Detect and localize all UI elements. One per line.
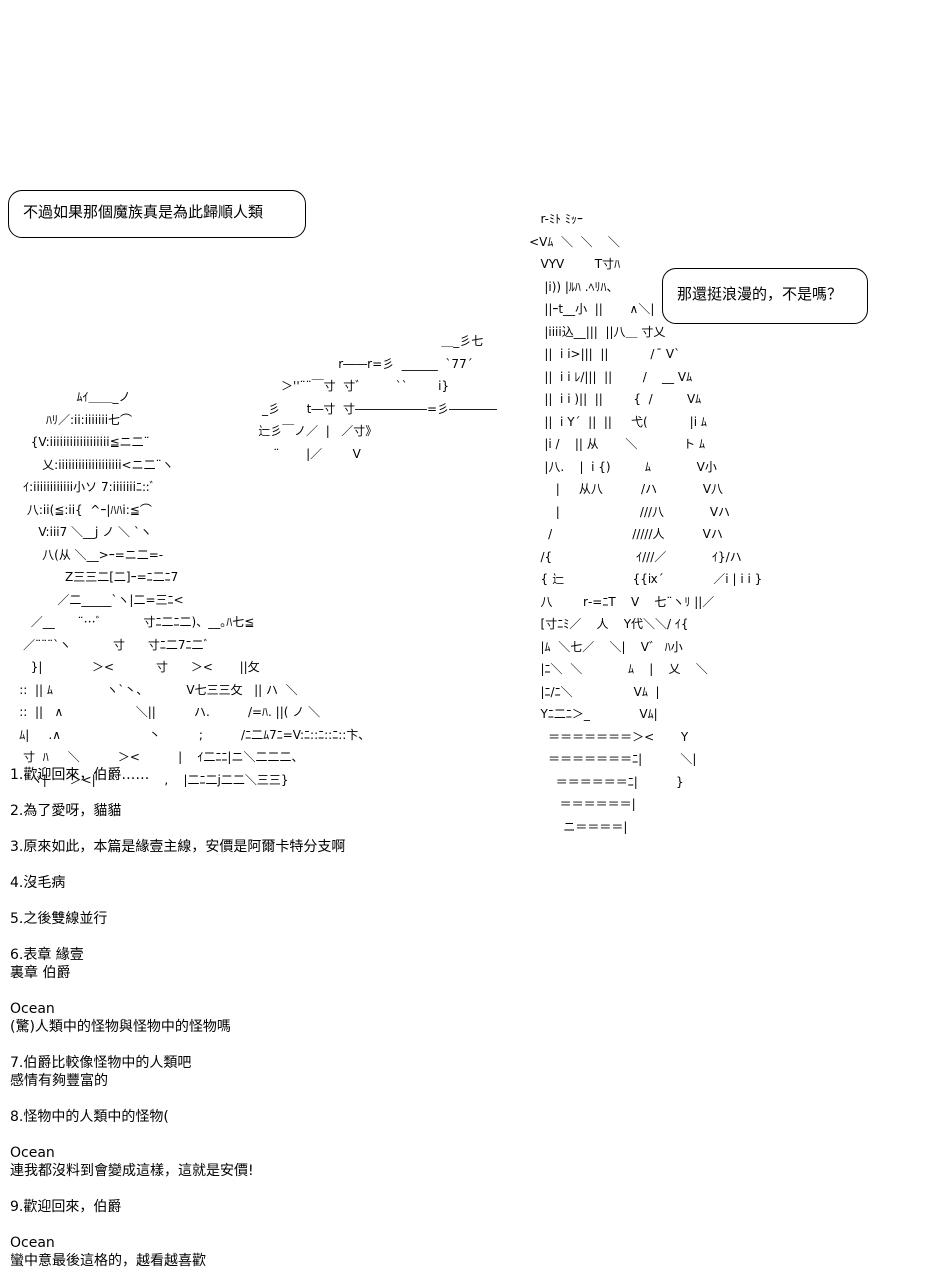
comment-line: 9.歡迎回來，伯爵	[10, 1199, 122, 1215]
comment-line: 4.沒毛病	[10, 875, 66, 891]
comment-item: 6.表章 緣壹裏章 伯爵	[10, 946, 910, 982]
ascii-art-right-figure: r-ﾐﾄ ﾐｯｰ <Vﾑ ＼ ＼ ＼ VYV T寸ﾊ |i)) |ﾙﾊ .ﾍﾘﾊ…	[529, 212, 763, 834]
comment-line: 2.為了愛呀，貓貓	[10, 803, 122, 819]
comment-item: Ocean 連我都沒料到會變成這樣，這就是安價!	[10, 1144, 910, 1180]
comment-line: 蠻中意最後這格的，越看越喜歡	[10, 1253, 206, 1269]
comment-item: Ocean (驚)人類中的怪物與怪物中的怪物嗎	[10, 1000, 910, 1036]
comment-line: 連我都沒料到會變成這樣，這就是安價!	[10, 1163, 254, 1179]
speech-bubble-right-text: 那還挺浪漫的，不是嗎？	[677, 285, 843, 303]
comment-list: 1.歡迎回來，伯爵…… 2.為了愛呀，貓貓 3.原來如此，本篇是緣壹主線，安價是阿爾…	[10, 766, 910, 1288]
comment-item: 8.怪物中的人類中的怪物(	[10, 1108, 910, 1126]
comment-line: 6.表章 緣壹	[10, 947, 84, 963]
comment-item: 4.沒毛病	[10, 874, 910, 892]
comment-line: Ocean	[10, 1235, 55, 1251]
speech-bubble-left-text: 不過如果那個魔族真是為此歸順人類	[23, 203, 264, 221]
comment-line: 裏章 伯爵	[10, 965, 71, 981]
comment-item: 3.原來如此，本篇是緣壹主線，安價是阿爾卡特分支啊	[10, 838, 910, 856]
comment-line: (驚)人類中的怪物與怪物中的怪物嗎	[10, 1019, 231, 1035]
comment-item: 9.歡迎回來，伯爵	[10, 1198, 910, 1216]
speech-bubble-right: 那還挺浪漫的，不是嗎？	[662, 268, 868, 324]
comment-item: 1.歡迎回來，伯爵……	[10, 766, 910, 784]
comment-line: 5.之後雙線並行	[10, 911, 108, 927]
comment-item: 7.伯爵比較像怪物中的人類吧感情有夠豐富的	[10, 1054, 910, 1090]
ascii-art-gun: ＿_彡七 r――r=彡 ______ `77´ ＞''¨¨￣寸 寸ﾞ `` i}…	[258, 334, 498, 461]
comment-line: 8.怪物中的人類中的怪物(	[10, 1109, 169, 1125]
comment-item: 5.之後雙線並行	[10, 910, 910, 928]
comment-line: 3.原來如此，本篇是緣壹主線，安價是阿爾卡特分支啊	[10, 839, 346, 855]
speech-bubble-left: 不過如果那個魔族真是為此歸順人類	[8, 190, 306, 238]
comment-line: Ocean	[10, 1001, 55, 1017]
comment-line: 感情有夠豐富的	[10, 1073, 108, 1089]
comment-line: 7.伯爵比較像怪物中的人類吧	[10, 1055, 192, 1071]
comment-item: Ocean 蠻中意最後這格的，越看越喜歡	[10, 1234, 910, 1270]
comment-line: 1.歡迎回來，伯爵……	[10, 767, 150, 783]
comment-line: Ocean	[10, 1145, 55, 1161]
ascii-art-left-figure: ﾑｲ＿＿_ノ ﾊﾘ／:ii:iiiiiii七⌒ {V:iiiiiiiiiiiii…	[19, 390, 371, 787]
comment-item: 2.為了愛呀，貓貓	[10, 802, 910, 820]
